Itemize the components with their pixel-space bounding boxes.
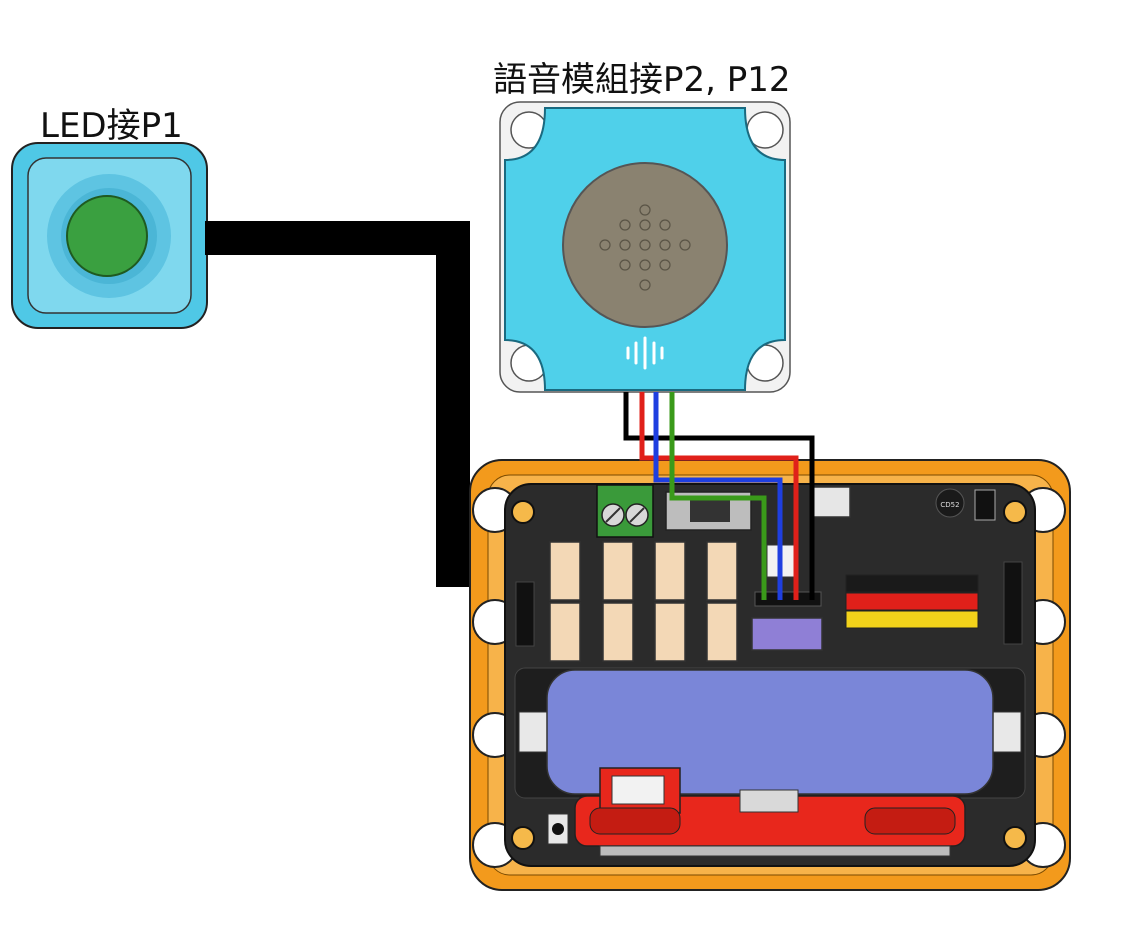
chip [935,488,965,518]
voice-module-label: 語音模組接P2, P12 [493,60,791,100]
voice-module [499,101,791,393]
voice-wires [623,392,815,600]
microbit-board [574,767,966,857]
sound-wave-icon [626,336,664,370]
led-module [11,142,208,329]
wire-blue [653,392,783,600]
led-light [66,195,148,277]
screw-terminal [596,484,654,538]
chip-text: CD52 [940,501,959,509]
purple-connector [751,617,823,651]
speaker-grill [562,162,728,328]
wire-red [639,392,799,600]
pin-headers [845,574,979,629]
led-label: LED接P1 [40,106,183,146]
expansion-board: CD52 [504,483,1036,867]
wire-green [669,392,767,600]
wire-black [623,392,815,600]
sensor-ports [549,541,738,662]
